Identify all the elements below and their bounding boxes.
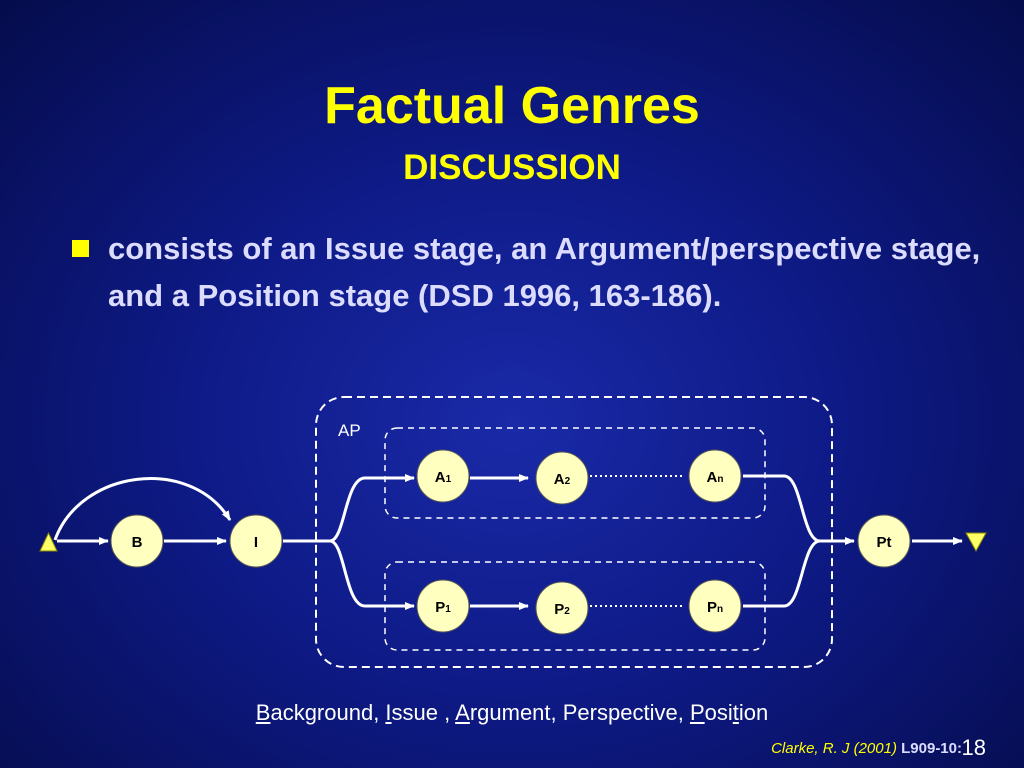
svg-text:Pn: Pn [707,599,723,616]
branch-to-a1-arrow [329,474,415,543]
legend-background-rest: ackground, [270,700,386,725]
argument-dashed-box [384,427,766,519]
legend-i: I [385,700,392,725]
pn-to-merge-line [743,539,821,608]
node-p1: P1 [416,579,470,633]
end-triangle [965,532,987,553]
legend-a: A [455,700,470,725]
legend-t: t [732,700,739,725]
legend-issue-rest: ssue , [391,700,456,725]
legend-argument-rest: rgument, Perspective, [469,700,690,725]
stage-legend: Background, Issue , Argument, Perspectiv… [0,700,1024,726]
svg-text:B: B [132,534,143,551]
legend-posi: osi [704,700,733,725]
perspective-dashed-box [384,561,766,651]
slide-subtitle: DISCUSSION [403,148,621,187]
svg-text:A2: A2 [554,471,571,488]
credit-author: Clarke, R. J (2001) [771,740,897,757]
svg-text:An: An [707,469,724,486]
legend-ion: ion [738,700,769,725]
branch-to-p1-arrow [329,539,415,610]
node-b: B [110,514,164,568]
node-pt: Pt [857,514,911,568]
credit-line: Clarke, R. J (2001) L909-10: [771,740,962,757]
start-triangle [39,531,58,552]
ap-dashed-box [315,396,833,668]
bullet-text: consists of an Issue stage, an Argument/… [108,231,981,313]
svg-text:A1: A1 [435,469,452,486]
credit-course: L909-10: [901,740,962,757]
svg-text:P1: P1 [435,599,451,616]
an-to-merge-line [743,474,821,543]
node-a1: A1 [416,449,470,503]
node-i: I [229,514,283,568]
start-to-i-curve-arrow [53,477,232,541]
bullet-marker [72,240,89,257]
legend-b: B [255,700,271,725]
svg-text:P2: P2 [554,601,570,618]
node-pn: Pn [688,579,742,633]
node-an: An [688,449,742,503]
ap-label: AP [338,421,361,440]
node-p2: P2 [535,581,589,635]
svg-text:Pt: Pt [877,534,892,551]
node-a2: A2 [535,451,589,505]
page-number: 18 [961,735,986,760]
slide-title: Factual Genres [324,77,700,135]
svg-text:I: I [254,534,258,551]
legend-p: P [689,700,705,725]
